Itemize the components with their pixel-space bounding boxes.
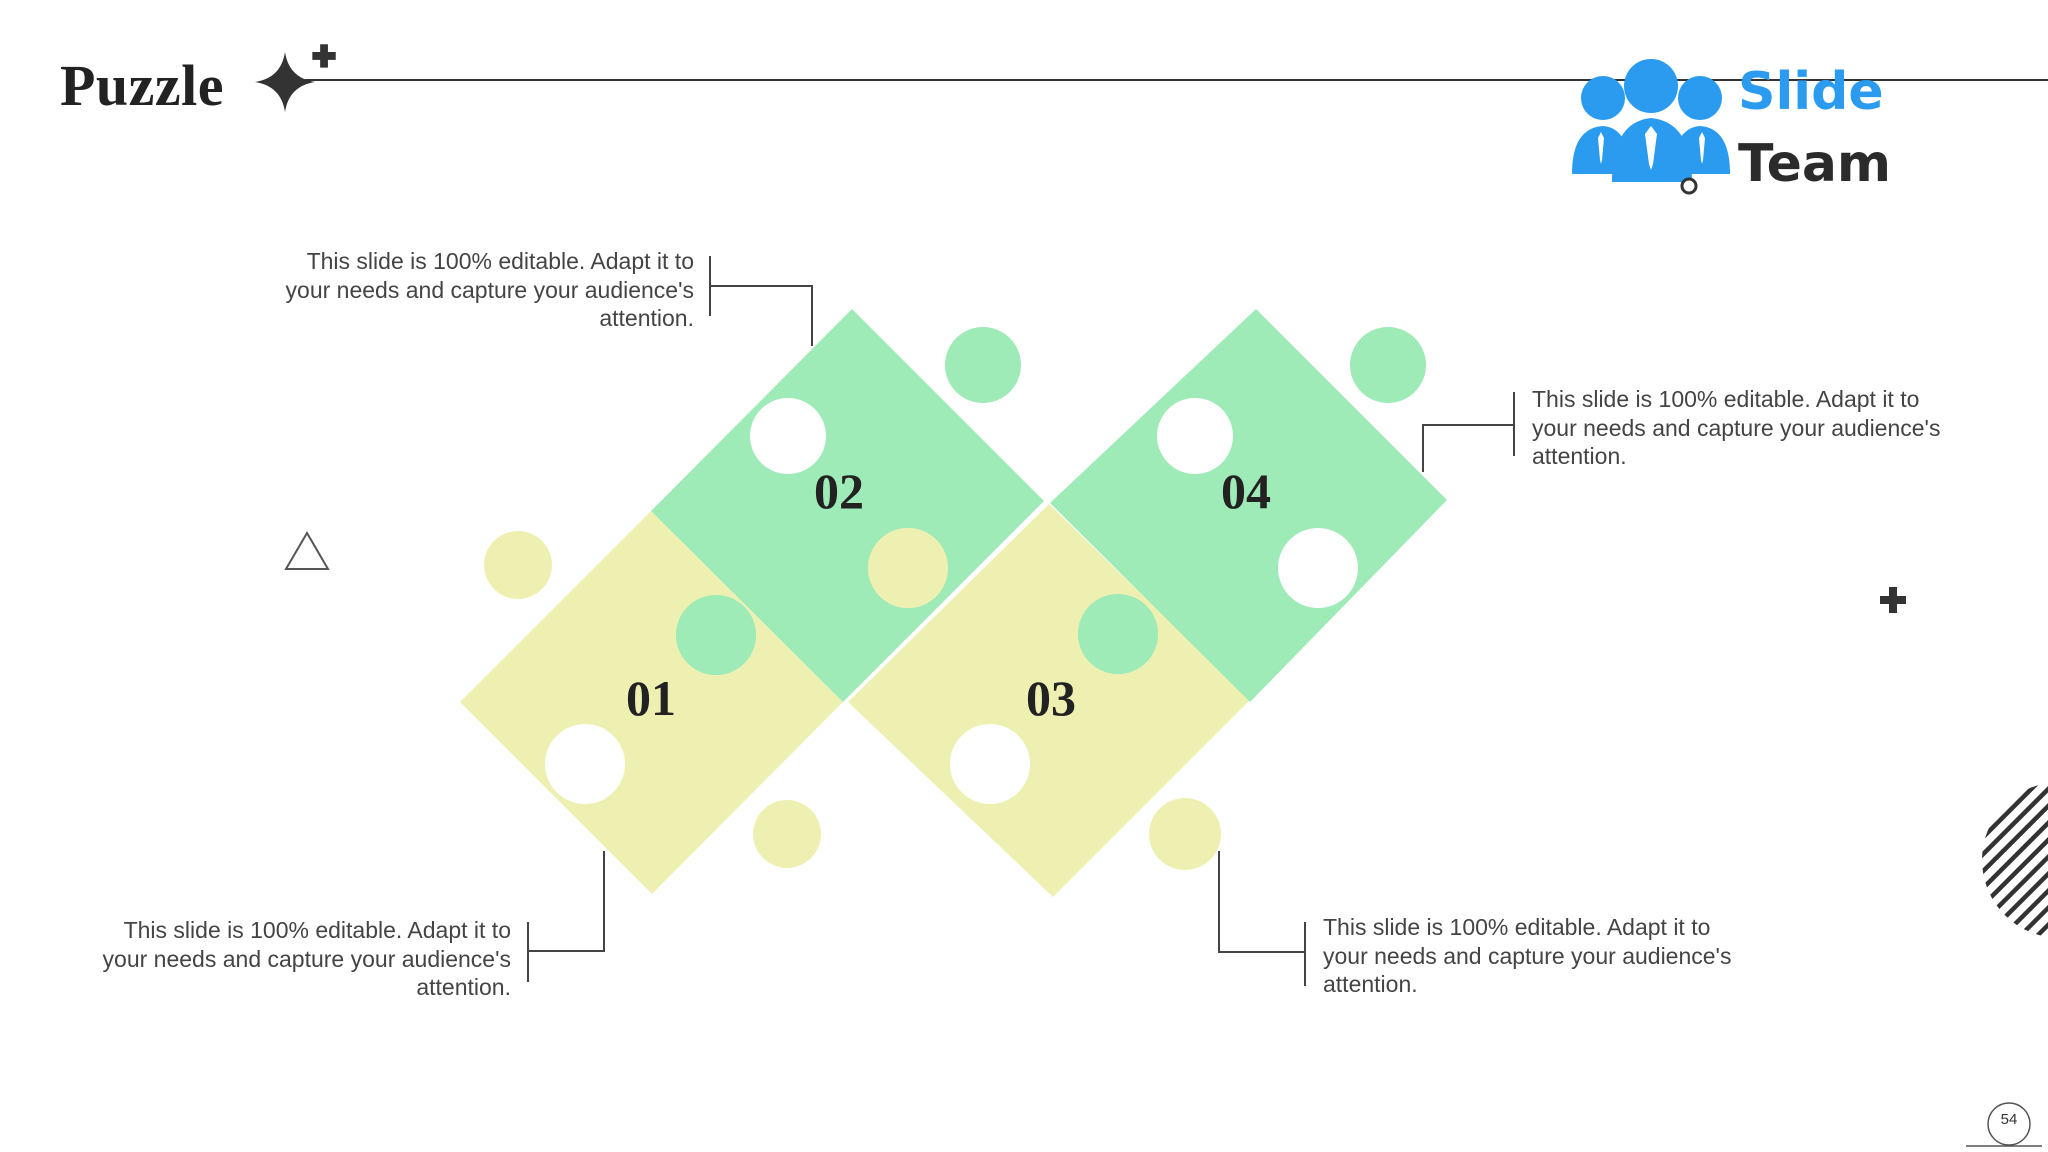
puzzle-piece-02-shape — [651, 309, 1044, 702]
plus-icon — [1880, 587, 1906, 613]
callout-text-bottom-right: This slide is 100% editable. Adapt it to… — [1323, 914, 1732, 997]
logo-word-slide: Slide — [1738, 62, 1884, 122]
callout-text-top-left: This slide is 100% editable. Adapt it to… — [285, 248, 694, 331]
people-icon — [1572, 59, 1730, 195]
hatched-circle — [1982, 782, 2048, 938]
callout-connector-4 — [1218, 851, 1305, 953]
callout-connector-2 — [1422, 424, 1514, 472]
callout-connector-1 — [710, 285, 813, 346]
puzzle-piece-03-label: 03 — [1026, 670, 1076, 726]
puzzle-piece-02-label: 02 — [814, 463, 864, 519]
triangle-icon — [284, 531, 330, 570]
page-number-circle — [1987, 1102, 2031, 1146]
puzzle-piece-04: 04 — [1050, 309, 1447, 702]
page-number: 54 — [2000, 1111, 2018, 1128]
puzzle-piece-01-shape — [460, 511, 843, 894]
callout-text-top-right: This slide is 100% editable. Adapt it to… — [1532, 386, 1941, 469]
puzzle-piece-04-shape — [1050, 309, 1447, 702]
puzzle-piece-01-label: 01 — [626, 670, 676, 726]
puzzle-piece-03-shape — [848, 504, 1250, 897]
slide-title: Puzzle — [60, 53, 225, 118]
callout-connector-3 — [528, 851, 605, 952]
sparkle-icon — [255, 52, 315, 112]
callout-text-bottom-left: This slide is 100% editable. Adapt it to… — [102, 917, 511, 1000]
slideteam-logo: Slide Team — [1568, 52, 1892, 202]
puzzle-piece-04-label: 04 — [1221, 463, 1271, 519]
logo-word-team: Team — [1738, 134, 1892, 194]
plus-icon — [312, 44, 336, 68]
